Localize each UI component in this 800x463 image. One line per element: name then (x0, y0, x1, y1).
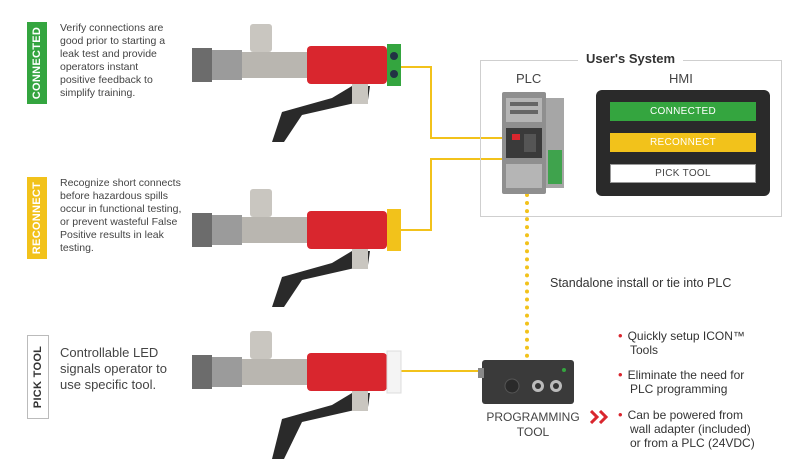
bullet-quick-setup-line1: Quickly setup ICON™ (627, 329, 745, 343)
bullet-power-options: •Can be powered from wall adapter (inclu… (618, 407, 755, 451)
connector-line-connected-vertical (430, 66, 432, 138)
tab-connected-label: CONNECTED (31, 26, 43, 100)
connector-line-reconnect-vertical (430, 158, 432, 231)
hmi-pick-tool-button[interactable]: PICK TOOL (610, 164, 756, 183)
connector-line-reconnect (400, 229, 431, 231)
reconnect-description: Recognize short connects before hazardou… (60, 177, 182, 254)
connector-line-reconnect-to-plc (430, 158, 504, 160)
programming-tool-label-line1: PROGRAMMING (486, 410, 580, 424)
connector-line-pick-tool (400, 370, 484, 372)
bullet-quick-setup-line2: Tools (630, 343, 659, 357)
connector-line-connected-to-plc (430, 137, 504, 139)
hmi-tablet: CONNECTED RECONNECT PICK TOOL (596, 90, 770, 196)
tab-reconnect: RECONNECT (27, 177, 47, 259)
connector-line-connected (400, 66, 431, 68)
hmi-connected-button[interactable]: CONNECTED (610, 102, 756, 121)
pick-tool-tool-image (192, 331, 402, 459)
bullet-no-plc-programming-line2: PLC programming (630, 382, 728, 396)
programming-tool-label-line2: TOOL (516, 425, 550, 439)
pick-tool-description: Controllable LED signals operator to use… (60, 345, 167, 392)
bullet-quick-setup: •Quickly setup ICON™ Tools (618, 328, 745, 358)
standalone-text: Standalone install or tie into PLC (550, 276, 732, 290)
bullet-no-plc-programming-line1: Eliminate the need for (627, 368, 745, 382)
connected-tool-image (192, 24, 401, 142)
hmi-reconnect-button[interactable]: RECONNECT (610, 133, 756, 152)
tab-reconnect-label: RECONNECT (31, 181, 43, 255)
plc-label: PLC (516, 71, 542, 86)
bullet-power-options-line2: wall adapter (included) (630, 422, 751, 436)
tab-connected: CONNECTED (27, 22, 47, 104)
dotted-line-plc-to-tool (525, 193, 529, 358)
reconnect-tool-image (192, 189, 401, 307)
tab-pick-tool: PICK TOOL (27, 335, 49, 419)
bullet-power-options-line1: Can be powered from (627, 408, 743, 422)
bullet-power-options-line3: or from a PLC (24VDC) (630, 436, 755, 450)
tab-pick-tool-label: PICK TOOL (32, 345, 45, 409)
plc-device-image (502, 92, 564, 194)
programming-tool-label: PROGRAMMING TOOL (478, 410, 588, 440)
users-system-title: User's System (578, 51, 684, 66)
programming-tool-device (478, 360, 574, 404)
bullet-no-plc-programming: •Eliminate the need for PLC programming (618, 367, 745, 397)
hmi-label: HMI (669, 71, 693, 86)
chevron-right-icon (590, 410, 609, 424)
connected-description: Verify connections are good prior to sta… (60, 22, 166, 99)
